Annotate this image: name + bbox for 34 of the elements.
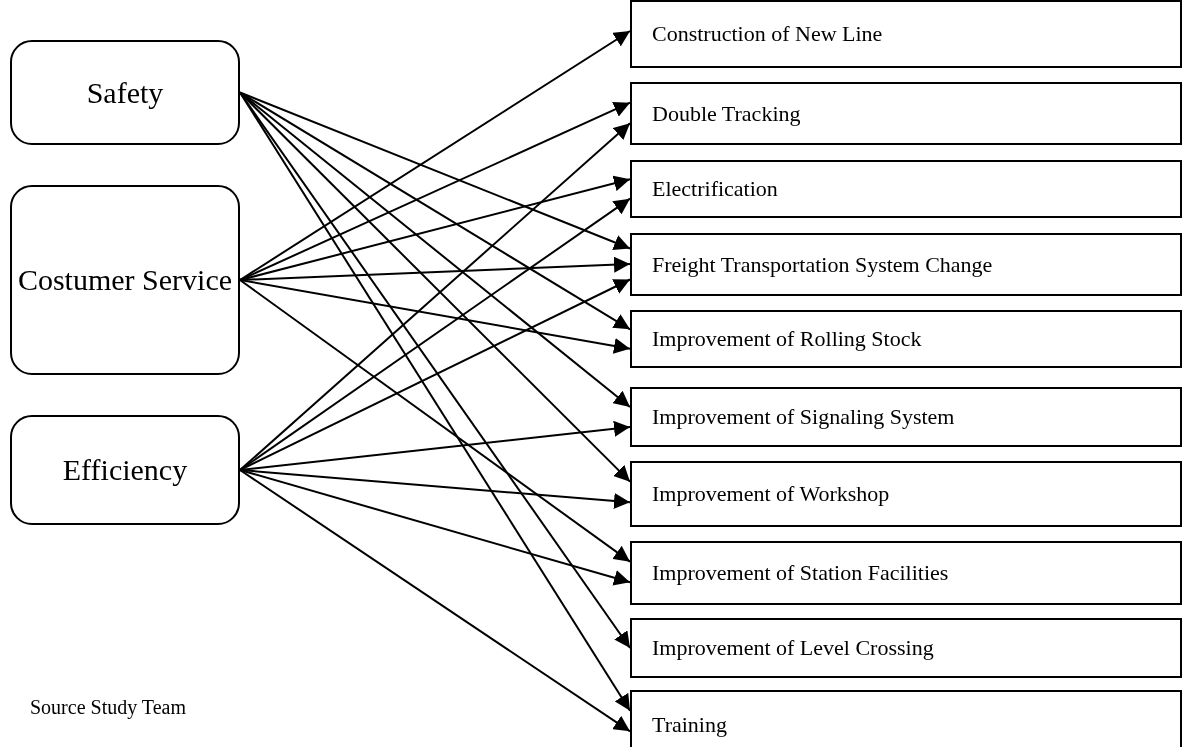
node-label: Improvement of Level Crossing bbox=[652, 635, 934, 661]
arrow bbox=[239, 279, 631, 354]
project-box bbox=[630, 233, 1182, 296]
node-label: Improvement of Workshop bbox=[652, 481, 890, 507]
project-box bbox=[630, 310, 1182, 368]
node-label: Improvement of Rolling Stock bbox=[652, 326, 922, 352]
arrow bbox=[239, 469, 631, 733]
project-box bbox=[630, 690, 1182, 747]
project-box bbox=[630, 387, 1182, 447]
project-box bbox=[630, 618, 1182, 678]
arrow bbox=[239, 279, 631, 563]
node-label: Improvement of Signaling System bbox=[652, 404, 955, 430]
node-label: Improvement of Station Facilities bbox=[652, 560, 949, 586]
node-label: Costumer Service bbox=[17, 262, 233, 298]
category-box bbox=[10, 40, 240, 145]
node-label: Safety bbox=[86, 74, 164, 111]
node-label: Training bbox=[652, 712, 727, 738]
project-box bbox=[630, 461, 1182, 527]
category-box bbox=[10, 185, 240, 375]
node-label: Freight Transportation System Change bbox=[652, 251, 993, 278]
project-box bbox=[630, 82, 1182, 145]
arrow bbox=[239, 30, 631, 281]
arrow bbox=[239, 101, 631, 281]
arrow bbox=[239, 91, 631, 250]
node-label: Efficiency bbox=[62, 452, 188, 488]
source-note: Source Study Team bbox=[30, 696, 186, 719]
project-box bbox=[630, 541, 1182, 605]
category-box bbox=[10, 415, 240, 525]
project-box bbox=[630, 160, 1182, 218]
project-box bbox=[630, 0, 1182, 68]
node-label: Double Tracking bbox=[652, 100, 801, 127]
node-label: Electrification bbox=[652, 176, 778, 202]
node-label: Construction of New Line bbox=[652, 21, 883, 47]
arrow bbox=[239, 197, 631, 471]
